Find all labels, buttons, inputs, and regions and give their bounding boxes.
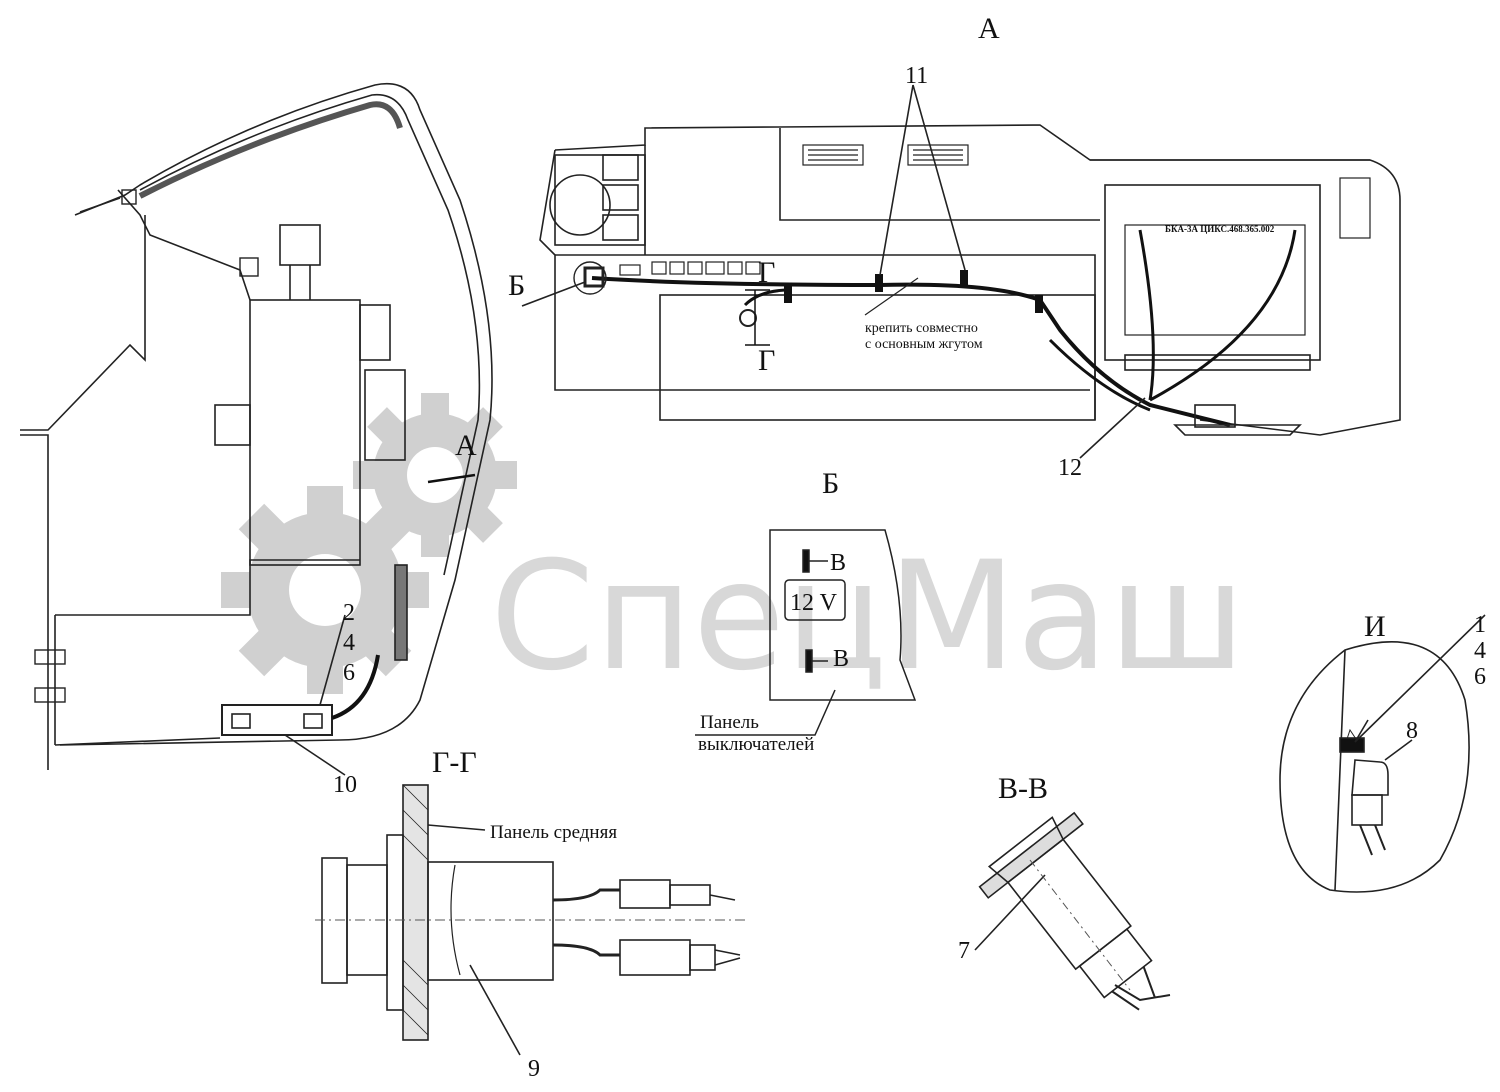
switch-panel-label-line-2: выключателей — [698, 734, 814, 755]
section-g-top-marker: Г — [758, 256, 775, 289]
view-a-marker: А — [455, 429, 477, 462]
position-1-label: 1 — [1474, 612, 1486, 638]
vv-axis-line — [1029, 859, 1131, 991]
socket-12v-label: 12 V — [790, 590, 838, 616]
section-g-cut-line — [745, 289, 770, 346]
view-b-marker: Б — [508, 269, 525, 302]
mid-panel-label: Панель средняя — [490, 822, 617, 843]
view-i-title: И — [1364, 610, 1386, 643]
section-vv-title: В-В — [998, 772, 1048, 805]
position-7-label: 7 — [958, 938, 970, 964]
mount-note-line-1: крепить совместно — [865, 321, 978, 336]
section-gg-title: Г-Г — [432, 746, 477, 779]
position-4-detail-label: 4 — [1474, 638, 1486, 664]
position-12-label: 12 — [1058, 455, 1082, 481]
view-b-title: Б — [822, 467, 839, 500]
view-a-title: А — [978, 12, 1000, 45]
position-8-label: 8 — [1406, 718, 1418, 744]
watermark-text: СпецМаш — [490, 530, 1246, 704]
position-6-detail-label: 6 — [1474, 664, 1486, 690]
section-v-top-marker: В — [830, 550, 846, 576]
fuse-box-marking: БКА-3А ЦИКС.468.365.002 — [1165, 224, 1275, 234]
position-4-label: 4 — [343, 630, 355, 656]
gear-logo-icon — [221, 393, 517, 694]
section-v-bottom-marker: В — [833, 646, 849, 672]
position-11-label: 11 — [905, 63, 928, 89]
cab-side-section — [20, 83, 493, 776]
view-a-arrow — [427, 473, 476, 484]
position-10-label: 10 — [333, 772, 357, 798]
position-2-label: 2 — [343, 600, 355, 626]
mount-note-line-2: с основным жгутом — [865, 337, 983, 352]
position-9-label: 9 — [528, 1056, 540, 1082]
section-g-bottom-marker: Г — [758, 344, 775, 377]
watermark: СпецМаш — [221, 393, 1246, 704]
socket-section-gg — [321, 784, 741, 1056]
socket-section-vv — [974, 811, 1171, 1011]
detail-view-i — [1279, 614, 1486, 893]
switch-panel-label-line-1: Панель — [700, 712, 759, 733]
position-6-label: 6 — [343, 660, 355, 686]
dashboard-view — [521, 84, 1401, 459]
switch-panel-view — [695, 529, 917, 736]
